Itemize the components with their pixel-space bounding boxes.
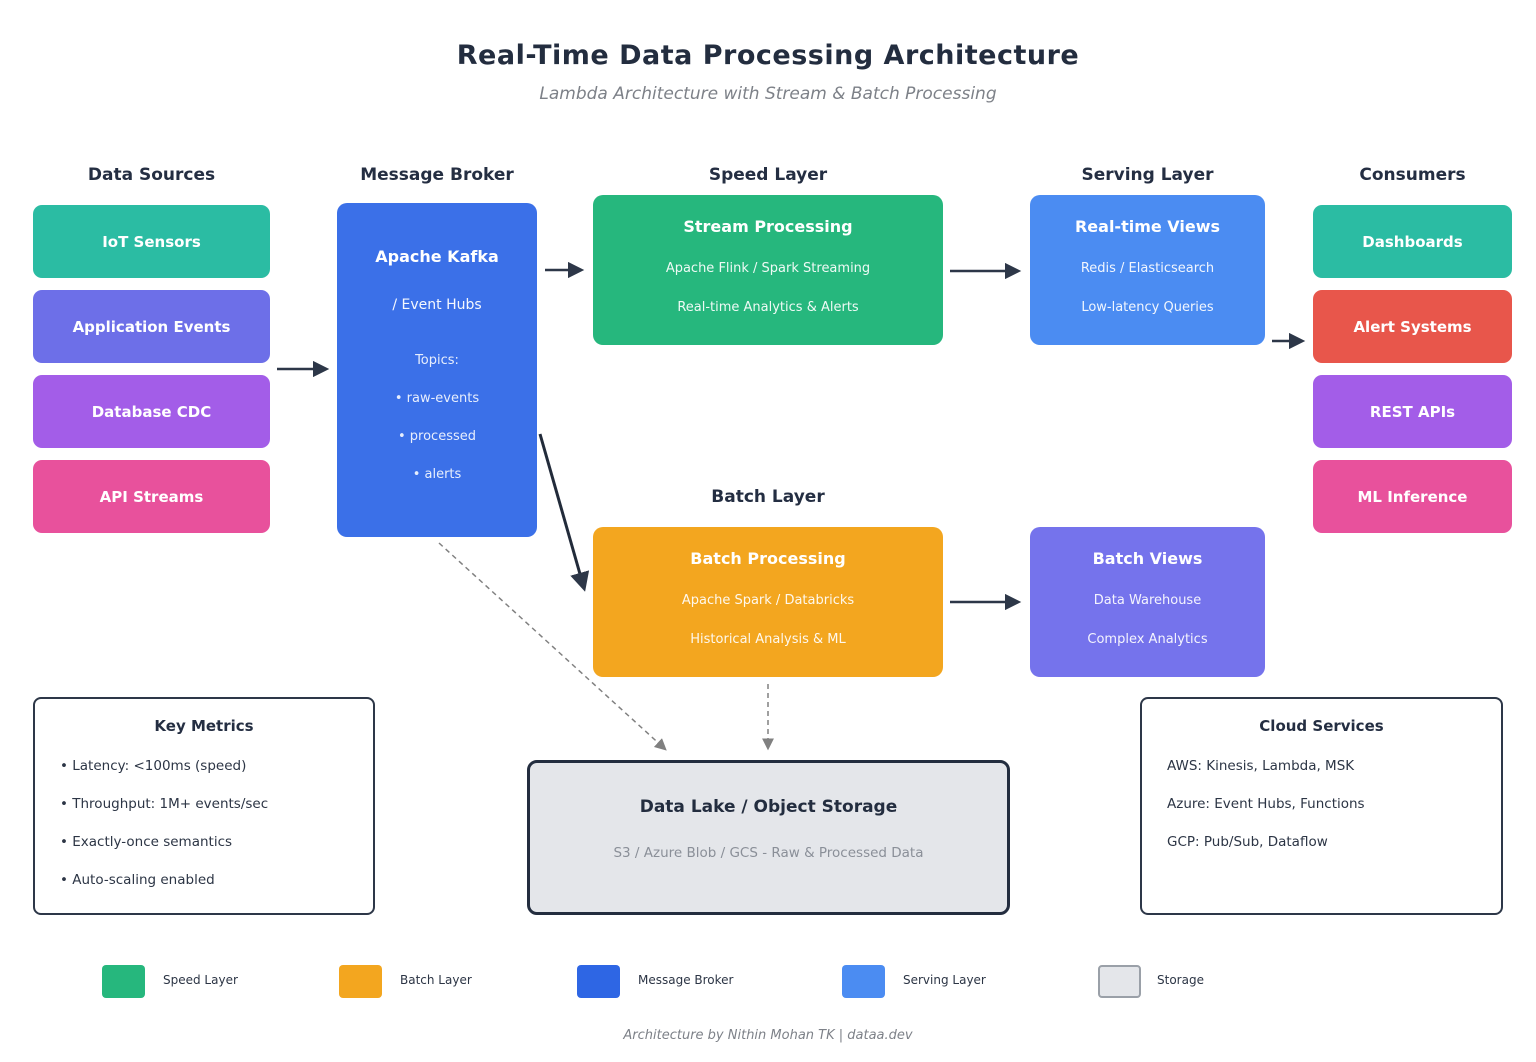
- kafka-topic-processed: • processed: [397, 429, 476, 444]
- node-batch-views: Batch Views Data Warehouse Complex Analy…: [1030, 527, 1265, 677]
- key-metrics-title: Key Metrics: [154, 717, 254, 735]
- arrow-kafka-to-batch: [538, 433, 590, 592]
- key-metrics-item: • Auto-scaling enabled: [60, 872, 215, 888]
- header-serving-layer: Serving Layer: [1081, 165, 1214, 185]
- key-metrics-item: • Exactly-once semantics: [60, 834, 233, 850]
- node-realtime-views: Real-time Views Redis / Elasticsearch Lo…: [1030, 195, 1265, 345]
- node-ml-inference: ML Inference: [1313, 460, 1512, 533]
- legend-swatch-speed-layer: [102, 965, 145, 998]
- legend-label-speed-layer: Speed Layer: [163, 973, 238, 987]
- cloud-services-item: GCP: Pub/Sub, Dataflow: [1167, 834, 1328, 850]
- kafka-topic-alerts: • alerts: [412, 467, 462, 482]
- node-application-events: Application Events: [33, 290, 270, 363]
- key-metrics-panel: Key Metrics • Latency: <100ms (speed) • …: [33, 697, 375, 915]
- header-message-broker: Message Broker: [360, 165, 514, 185]
- legend-label-serving-layer: Serving Layer: [903, 973, 986, 987]
- node-database-cdc: Database CDC: [33, 375, 270, 448]
- legend-label-storage: Storage: [1157, 973, 1204, 987]
- header-consumers: Consumers: [1359, 165, 1466, 185]
- cloud-services-item: Azure: Event Hubs, Functions: [1167, 796, 1365, 812]
- batch-processing-line1: Apache Spark / Databricks: [681, 593, 855, 608]
- batch-views-title: Batch Views: [1092, 549, 1203, 568]
- node-api-streams: API Streams: [33, 460, 270, 533]
- batch-processing-line2: Historical Analysis & ML: [690, 632, 846, 647]
- node-batch-processing: Batch Processing Apache Spark / Databric…: [593, 527, 943, 677]
- node-apache-kafka: Apache Kafka / Event Hubs Topics: • raw-…: [337, 203, 537, 537]
- cloud-services-title: Cloud Services: [1259, 717, 1384, 735]
- node-stream-processing: Stream Processing Apache Flink / Spark S…: [593, 195, 943, 345]
- kafka-topic-raw-events: • raw-events: [394, 391, 480, 406]
- batch-processing-title: Batch Processing: [690, 549, 846, 568]
- kafka-title: Apache Kafka: [375, 247, 499, 266]
- legend-swatch-message-broker: [577, 965, 620, 998]
- legend-swatch-storage: [1098, 965, 1141, 998]
- legend-label-message-broker: Message Broker: [638, 973, 734, 987]
- key-metrics-item: • Throughput: 1M+ events/sec: [60, 796, 269, 812]
- kafka-topics-label: Topics:: [415, 353, 459, 368]
- header-batch-layer: Batch Layer: [711, 487, 825, 507]
- stream-processing-line1: Apache Flink / Spark Streaming: [665, 261, 871, 276]
- cloud-services-panel: Cloud Services AWS: Kinesis, Lambda, MSK…: [1140, 697, 1503, 915]
- legend-label-batch-layer: Batch Layer: [400, 973, 472, 987]
- data-lake-subtitle: S3 / Azure Blob / GCS - Raw & Processed …: [613, 845, 924, 861]
- page-title: Real-Time Data Processing Architecture: [456, 40, 1080, 71]
- cloud-services-item: AWS: Kinesis, Lambda, MSK: [1167, 758, 1355, 774]
- kafka-subtitle: / Event Hubs: [392, 297, 482, 313]
- node-dashboards: Dashboards: [1313, 205, 1512, 278]
- key-metrics-item: • Latency: <100ms (speed): [60, 758, 247, 774]
- footer-credit: Architecture by Nithin Mohan TK | dataa.…: [623, 1028, 913, 1043]
- stream-processing-line2: Real-time Analytics & Alerts: [677, 300, 859, 315]
- batch-views-line2: Complex Analytics: [1087, 632, 1208, 647]
- realtime-views-line1: Redis / Elasticsearch: [1080, 261, 1215, 276]
- header-speed-layer: Speed Layer: [708, 165, 828, 185]
- header-data-sources: Data Sources: [87, 165, 216, 185]
- node-alert-systems: Alert Systems: [1313, 290, 1512, 363]
- stream-processing-title: Stream Processing: [683, 217, 853, 236]
- realtime-views-title: Real-time Views: [1074, 217, 1221, 236]
- node-rest-apis: REST APIs: [1313, 375, 1512, 448]
- node-data-lake: Data Lake / Object Storage S3 / Azure Bl…: [527, 760, 1010, 915]
- page-subtitle: Lambda Architecture with Stream & Batch …: [539, 84, 997, 104]
- realtime-views-line2: Low-latency Queries: [1081, 300, 1214, 315]
- node-iot-sensors: IoT Sensors: [33, 205, 270, 278]
- data-lake-title: Data Lake / Object Storage: [639, 797, 898, 817]
- legend-swatch-serving-layer: [842, 965, 885, 998]
- legend-swatch-batch-layer: [339, 965, 382, 998]
- batch-views-line1: Data Warehouse: [1093, 593, 1202, 608]
